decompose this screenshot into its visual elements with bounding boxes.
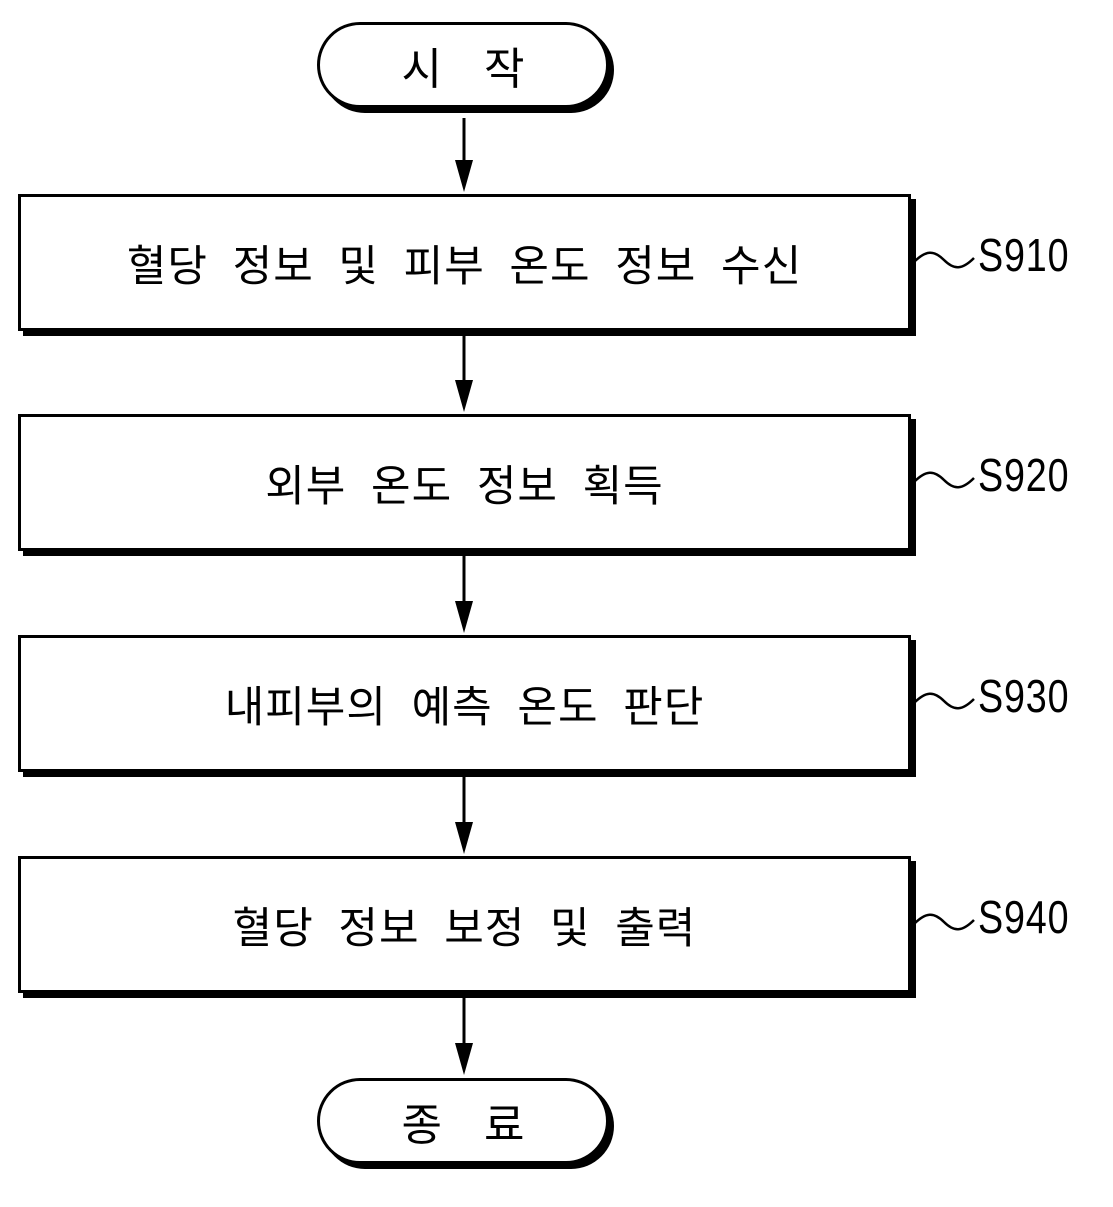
end-label: 종 료 bbox=[402, 1089, 539, 1153]
arrowhead-s910-to-s920 bbox=[455, 380, 473, 412]
leader-s910 bbox=[914, 253, 974, 268]
step-code-s910: S910 bbox=[978, 228, 1069, 282]
arrowhead-start-to-s910 bbox=[455, 160, 473, 192]
leader-s930 bbox=[914, 694, 974, 709]
step-label-s930: 내피부의 예측 온도 판단 bbox=[225, 673, 705, 735]
step-box-s920: 외부 온도 정보 획득 bbox=[18, 414, 911, 551]
start-terminal: 시 작 bbox=[317, 22, 609, 108]
step-label-s910: 혈당 정보 및 피부 온도 정보 수신 bbox=[127, 232, 802, 294]
step-code-s930: S930 bbox=[978, 669, 1069, 723]
step-code-s940: S940 bbox=[978, 890, 1069, 944]
start-label: 시 작 bbox=[402, 33, 539, 97]
arrowhead-s940-to-end bbox=[455, 1043, 473, 1075]
end-terminal: 종 료 bbox=[317, 1078, 609, 1164]
step-code-s920: S920 bbox=[978, 448, 1069, 502]
step-box-s940: 혈당 정보 보정 및 출력 bbox=[18, 856, 911, 993]
arrowhead-s930-to-s940 bbox=[455, 822, 473, 854]
step-box-s930: 내피부의 예측 온도 판단 bbox=[18, 635, 911, 772]
arrowhead-s920-to-s930 bbox=[455, 601, 473, 633]
step-box-s910: 혈당 정보 및 피부 온도 정보 수신 bbox=[18, 194, 911, 331]
step-label-s920: 외부 온도 정보 획득 bbox=[265, 452, 664, 514]
leader-s940 bbox=[914, 915, 974, 930]
leader-s920 bbox=[914, 473, 974, 488]
step-label-s940: 혈당 정보 보정 및 출력 bbox=[233, 894, 697, 956]
